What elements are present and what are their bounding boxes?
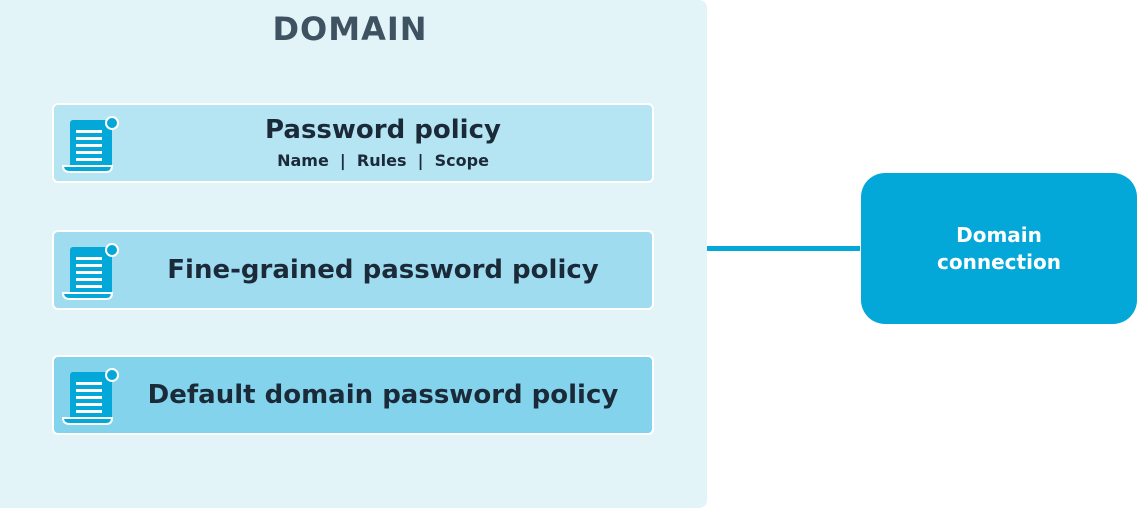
policy-title: Password policy bbox=[265, 115, 501, 146]
connector-line bbox=[707, 246, 860, 251]
policy-title: Default domain password policy bbox=[147, 379, 619, 410]
policy-card-password-policy: Password policy Name | Rules | Scope bbox=[52, 103, 654, 183]
scroll-document-icon bbox=[61, 368, 119, 425]
domain-container: DOMAIN Password policy Name | Rules | Sc… bbox=[0, 0, 707, 508]
domain-title: DOMAIN bbox=[272, 10, 428, 48]
policy-title: Fine-grained password policy bbox=[167, 254, 599, 285]
scroll-document-icon bbox=[61, 243, 119, 300]
policy-attributes: Name | Rules | Scope bbox=[277, 150, 489, 170]
policy-card-default-domain: Default domain password policy bbox=[52, 355, 654, 435]
scroll-document-icon bbox=[61, 116, 119, 173]
domain-connection-node: Domain connection bbox=[861, 173, 1137, 324]
policy-card-fine-grained: Fine-grained password policy bbox=[52, 230, 654, 310]
domain-connection-label: Domain connection bbox=[937, 222, 1061, 274]
